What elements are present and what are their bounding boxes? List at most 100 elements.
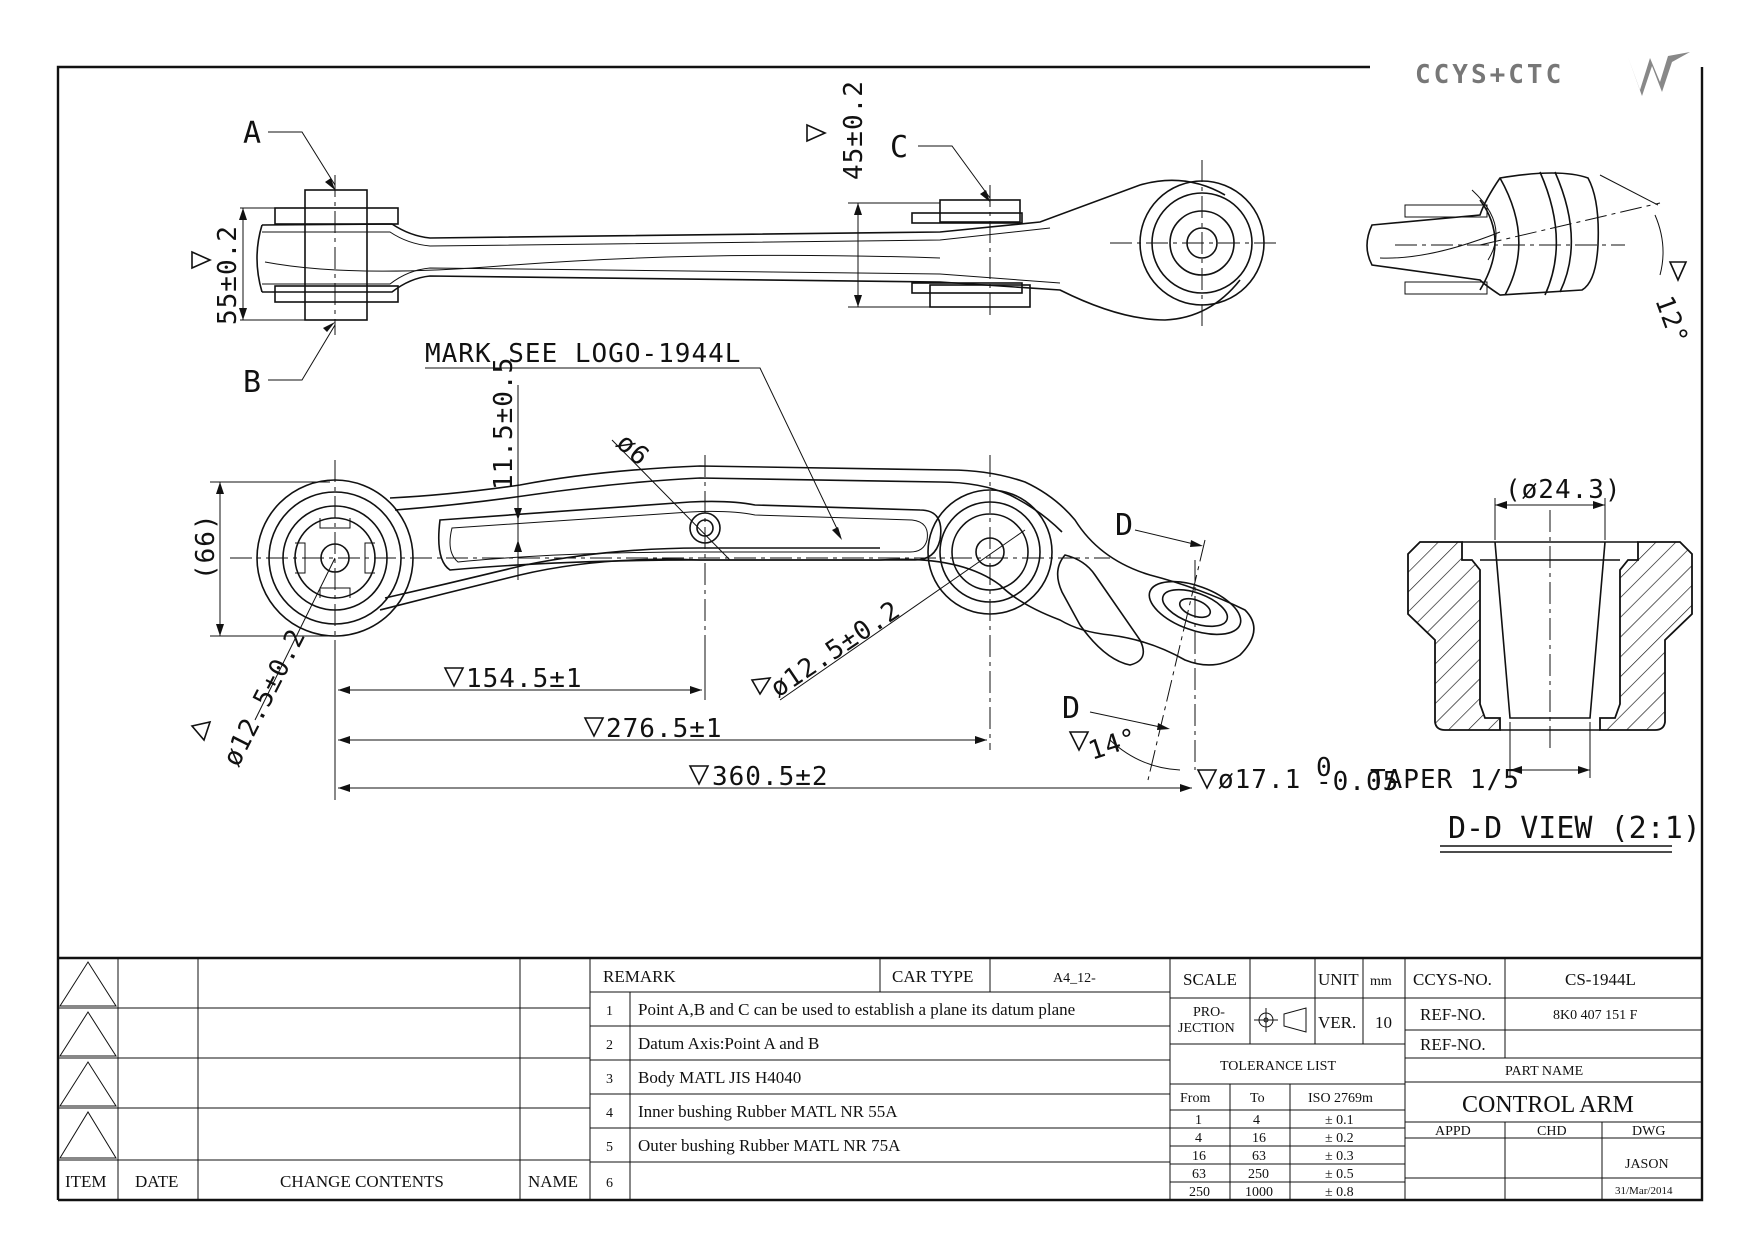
header-name: NAME [528,1172,578,1191]
remark-no: 3 [606,1072,613,1087]
brand-wing-logo-icon [1628,52,1690,96]
header-date: DATE [135,1172,178,1191]
datum-triangle-icon [1668,261,1688,282]
dim-taper-lower: -0.05 [1316,767,1399,797]
datum-triangle-icon [191,250,212,270]
tolerance-cell: ± 0.5 [1325,1167,1354,1182]
version-value: 10 [1375,1013,1392,1032]
remark-text: Body MATL JIS H4040 [638,1068,801,1087]
header-change-contents: CHANGE CONTENTS [280,1172,444,1191]
dim-taper-diameter: ø17.1 [1218,765,1301,795]
tolerance-cell: 250 [1189,1185,1210,1200]
version-label: VER. [1318,1013,1356,1032]
section-label-d-bottom: D [1062,691,1080,726]
car-type-value: A4_12- [1053,971,1096,986]
tolerance-header: To [1250,1091,1265,1106]
dim-hole-6: ø6 [610,428,655,473]
tolerance-cell: 1000 [1245,1185,1273,1200]
section-dd-view: (ø24.3) D-D VIEW (2:1) [1407,475,1701,853]
tolerance-cell: 4 [1253,1113,1260,1128]
ccys-no-label: CCYS-NO. [1413,970,1492,989]
remark-text: Datum Axis:Point A and B [638,1034,819,1053]
dim-taper-upper: 0 [1316,753,1333,783]
ref-no2-label: REF-NO. [1420,1035,1486,1054]
drawing-date: 31/Mar/2014 [1615,1185,1673,1197]
appd-label: APPD [1435,1124,1471,1139]
section-label-d-top: D [1115,508,1133,543]
tolerance-cell: 63 [1252,1149,1266,1164]
dim-height-55: 55±0.2 [213,225,243,325]
top-view: 55±0.2 45±0.2 A B C [191,80,1280,400]
remarks-table: REMARK CAR TYPE A4_12- 1 Point A,B and C… [590,958,1171,1200]
datum-triangle-icon [1068,731,1090,752]
datum-triangle-icon [806,123,827,143]
dim-angle-14: 14° [1085,723,1142,767]
dim-angle-12: 12° [1648,292,1693,349]
tolerance-cell: ± 0.1 [1325,1113,1354,1128]
brand-logo: CCYS+CTC [1415,52,1690,96]
third-angle-projection-icon [1254,1007,1307,1033]
dim-length-276: 276.5±1 [606,714,723,744]
remark-no: 2 [606,1038,613,1053]
datum-triangle-icon [190,720,212,742]
dim-height-45: 45±0.2 [839,80,869,180]
dim-section-diameter: (ø24.3) [1505,475,1622,505]
revision-marker-icons [59,961,117,1159]
dim-bore-mid: ø12.5±0.2 [765,595,906,704]
tolerance-cell: ± 0.3 [1325,1149,1354,1164]
datum-triangle-icon [688,765,710,786]
datum-triangle-icon [1196,769,1218,790]
tolerance-cell: 63 [1192,1167,1206,1182]
drawn-by: JASON [1625,1157,1669,1172]
dwg-label: DWG [1632,1124,1665,1139]
datum-label-b: B [243,365,261,400]
part-name-label: PART NAME [1505,1064,1583,1079]
tolerance-cell: 1 [1195,1113,1202,1128]
datum-label-c: C [890,130,908,165]
left-bushing-top [304,189,368,321]
tolerance-cell: ± 0.2 [1325,1131,1354,1146]
unit-label: UNIT [1318,970,1359,989]
unit-value: mm [1370,974,1392,989]
tolerance-title: TOLERANCE LIST [1220,1059,1336,1074]
remark-no: 1 [606,1004,613,1019]
side-view: 12° [1366,171,1694,349]
tolerance-cell: 4 [1195,1131,1202,1146]
ref-no-value: 8K0 407 151 F [1553,1008,1638,1023]
datum-label-a: A [243,116,261,151]
chd-label: CHD [1537,1124,1567,1139]
datum-triangle-icon [583,717,605,738]
sheet-border [56,65,1370,1200]
svg-text:CCYS+CTC: CCYS+CTC [1415,60,1564,90]
sheet-border-right [58,67,1704,1202]
mark-note: MARK SEE LOGO-1944L [425,339,741,369]
remark-text: Point A,B and C can be used to establish… [638,1000,1075,1019]
tolerance-header: ISO 2769m [1308,1091,1373,1106]
scale-tolerance-block: SCALE UNIT mm PRO- JECTION VER. 10 TOLER… [1170,958,1405,1200]
tolerance-cell: ± 0.8 [1325,1185,1354,1200]
tolerance-header: From [1180,1091,1210,1106]
remark-text: Inner bushing Rubber MATL NR 55A [638,1102,898,1121]
datum-triangle-icon [750,677,772,696]
dim-width-66: (66) [191,513,221,580]
ref-no-label: REF-NO. [1420,1005,1486,1024]
remark-no: 5 [606,1140,613,1155]
tolerance-cell: 250 [1248,1167,1269,1182]
projection-label-2: JECTION [1178,1021,1235,1036]
front-view: (66) 11.5±0.5 MARK SEE LOGO-1944L ø6 ø12… [190,339,1519,800]
datum-triangle-icon [443,667,465,688]
dim-length-360: 360.5±2 [712,762,829,792]
remark-no: 4 [606,1106,613,1121]
part-name-value: CONTROL ARM [1462,1092,1634,1118]
part-info-block: CCYS-NO. CS-1944L REF-NO. 8K0 407 151 F … [1404,958,1702,1200]
remark-no: 6 [606,1176,613,1191]
car-type-label: CAR TYPE [892,967,973,986]
scale-label: SCALE [1183,970,1237,989]
tolerance-cell: 16 [1252,1131,1266,1146]
section-view-title: D-D VIEW (2:1) [1448,811,1701,846]
revision-table: ITEM DATE CHANGE CONTENTS NAME [58,958,591,1200]
dim-bore-left: ø12.5±0.2 [218,624,313,771]
projection-label-1: PRO- [1193,1005,1225,1020]
